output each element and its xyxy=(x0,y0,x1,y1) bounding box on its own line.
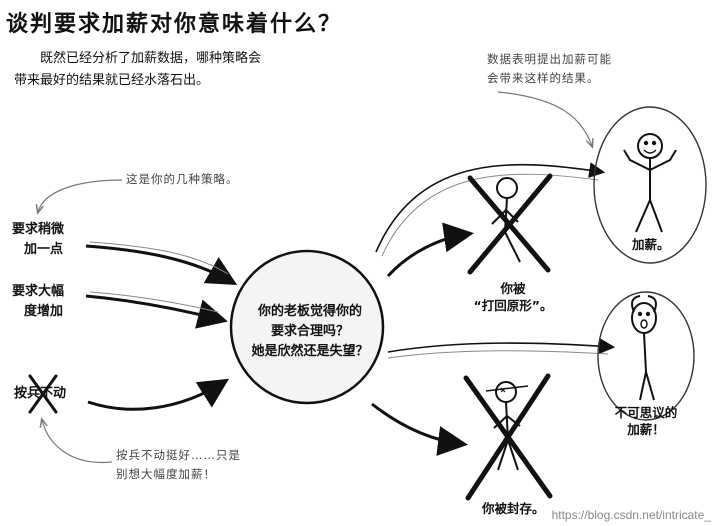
note-data-line-1: 数据表明提出加薪可能 xyxy=(487,50,612,69)
arrow-small-raise xyxy=(86,242,232,282)
note-data-line-2: 会带来这样的结果。 xyxy=(487,69,612,88)
boss-question-line-1: 你的老板觉得你的 xyxy=(236,302,384,322)
intro-line-2: 带来最好的结果就已经水落石出。 xyxy=(14,70,314,92)
boss-question-line-3: 她是欣然还是失望？ xyxy=(236,342,384,362)
strategy-large-line-1: 要求大幅 xyxy=(12,282,64,302)
arrow-to-raise xyxy=(376,165,602,256)
caption-reset-line-2: “打回原形”。 xyxy=(468,297,558,314)
intro-line-1: 既然已经分析了加薪数据，哪种策略会 xyxy=(14,48,314,70)
note-hold: 按兵不动挺好……只是 别想大幅度加薪！ xyxy=(116,446,241,484)
intro-text: 既然已经分析了加薪数据，哪种策略会 带来最好的结果就已经水落石出。 xyxy=(14,48,314,92)
strategy-small-line-2: 加一点 xyxy=(12,240,64,260)
note-arrow-strategies xyxy=(38,180,122,212)
caption-reset-line-1: 你被 xyxy=(468,280,558,297)
note-strategies: 这是你的几种策略。 xyxy=(126,170,239,189)
caption-amazing-line-1: 不可思议的 xyxy=(604,404,688,421)
boss-question-line-2: 要求合理吗？ xyxy=(236,322,384,342)
strategy-large-raise: 要求大幅 度增加 xyxy=(12,282,64,322)
arrow-to-reset xyxy=(388,234,468,276)
note-arrow-hold xyxy=(42,420,112,462)
arrow-to-amazing xyxy=(388,343,612,358)
note-hold-line-2: 别想大幅度加薪！ xyxy=(116,465,241,484)
strategy-large-line-2: 度增加 xyxy=(12,302,64,322)
strategy-small-raise: 要求稍微 加一点 xyxy=(12,220,64,260)
page-title: 谈判要求加薪对你意味着什么？ xyxy=(6,6,342,38)
caption-amazing-line-2: 加薪！ xyxy=(604,421,688,438)
strategy-hold: 按兵不动 xyxy=(14,384,66,404)
strategy-small-line-1: 要求稍微 xyxy=(12,220,64,240)
caption-raise: 加薪。 xyxy=(632,236,670,253)
amazing-outcome-figure xyxy=(598,292,694,420)
caption-amazing: 不可思议的 加薪！ xyxy=(604,404,688,438)
note-arrow-data xyxy=(498,92,592,146)
note-data-shows: 数据表明提出加薪可能 会带来这样的结果。 xyxy=(487,50,612,88)
caption-fired: 你被封存。 xyxy=(482,500,545,517)
arrow-to-fired xyxy=(372,404,462,444)
arrow-large-raise xyxy=(86,292,222,320)
arrow-hold xyxy=(88,382,224,409)
note-hold-line-1: 按兵不动挺好……只是 xyxy=(116,446,241,465)
boss-question: 你的老板觉得你的 要求合理吗？ 她是欣然还是失望？ xyxy=(236,302,384,362)
watermark: https://blog.csdn.net/intricate_ xyxy=(552,508,711,522)
caption-reset: 你被 “打回原形”。 xyxy=(468,280,558,314)
